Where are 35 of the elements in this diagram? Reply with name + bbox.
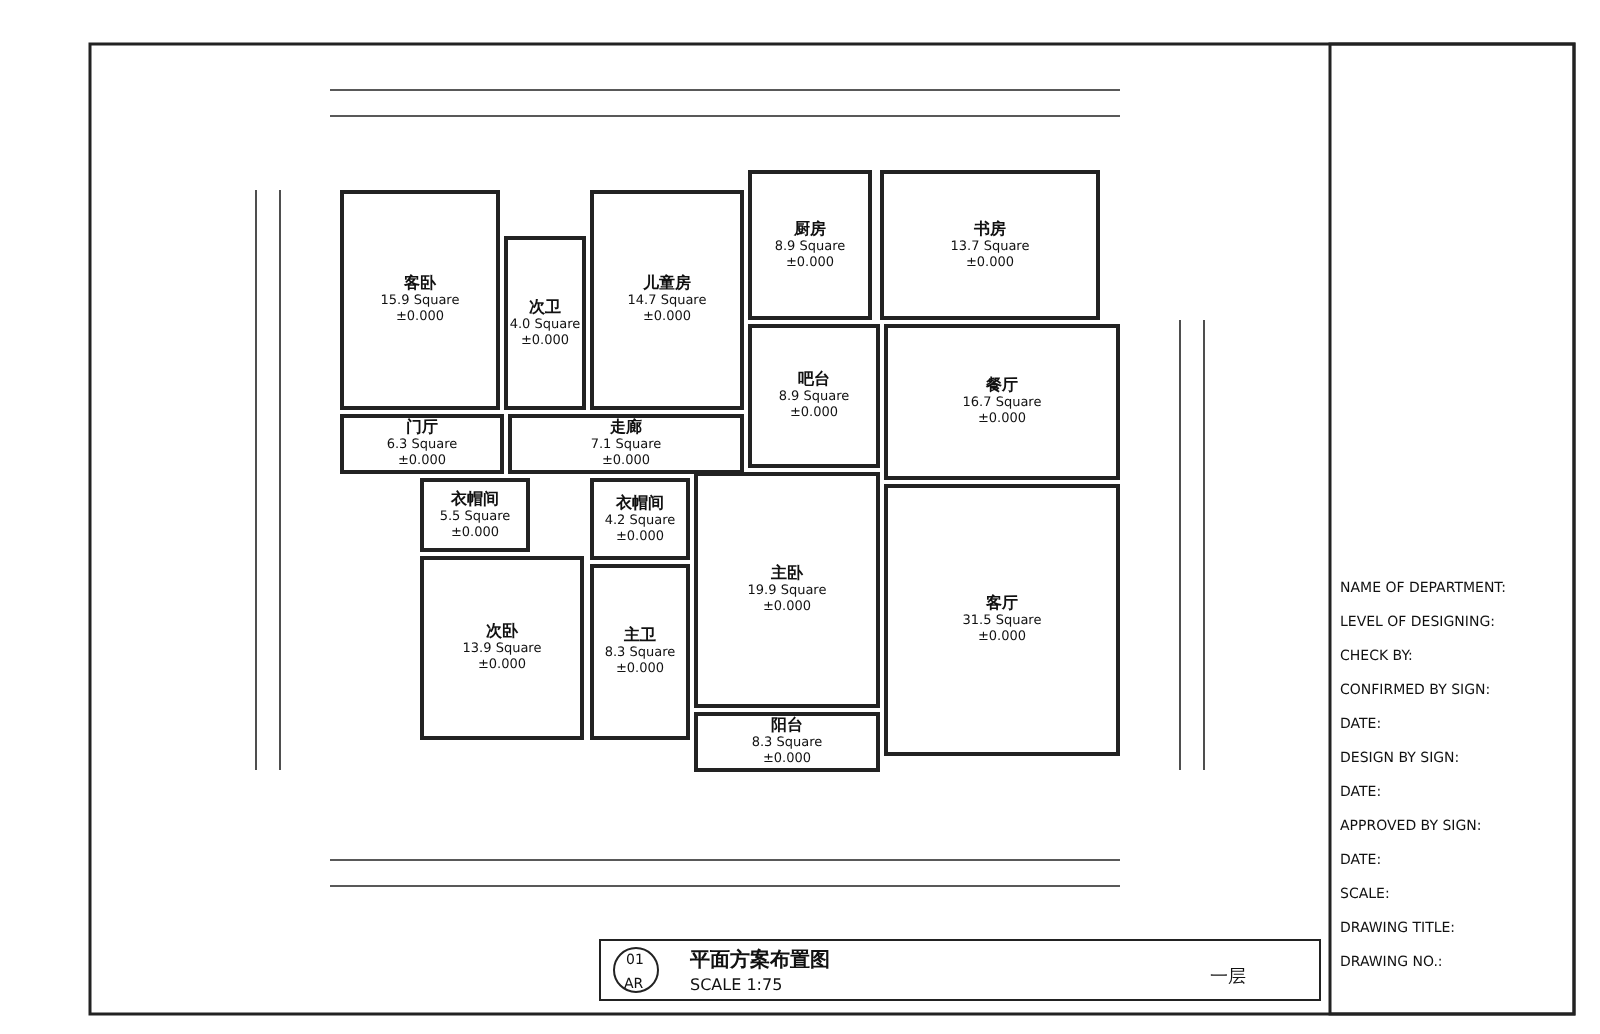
room-outline [590, 190, 744, 410]
study-label: 书房 [974, 221, 1006, 237]
room-outline [748, 170, 872, 320]
room-outline [420, 556, 584, 740]
drawing-title: 平面方案布置图 [690, 946, 830, 974]
corridor-label: 走廊 [610, 420, 642, 436]
room-outline [340, 190, 500, 410]
foyer-label: 门厅 [406, 420, 438, 436]
bedroom-label: 主卧 [771, 566, 803, 582]
room-outline [694, 472, 880, 708]
room-outline [340, 414, 504, 474]
floor-label: 一层 [1210, 966, 1246, 990]
bedroom-label: 客卧 [404, 276, 436, 292]
room-outline [748, 324, 880, 468]
room-outline [884, 484, 1120, 756]
room-outline [508, 414, 744, 474]
room-outline [884, 324, 1120, 480]
living-room-label: 客厅 [986, 596, 1018, 612]
bathroom-label: 主卫 [624, 628, 656, 644]
closet-label: 衣帽间 [451, 491, 499, 507]
room-outline [504, 236, 586, 410]
bathroom-label: 次卫 [529, 299, 561, 315]
room-outline [880, 170, 1100, 320]
bedroom-label: 儿童房 [643, 276, 691, 292]
room-outline [590, 564, 690, 740]
room-outline [694, 712, 880, 772]
balcony-label: 阳台 [771, 718, 803, 734]
closet-label: 衣帽间 [616, 495, 664, 511]
scale-text: SCALE 1:75 [690, 976, 783, 994]
kitchen-label: 厨房 [794, 221, 826, 237]
bar-label: 吧台 [798, 372, 830, 388]
room-outline [590, 478, 690, 560]
dining-room-label: 餐厅 [986, 378, 1018, 394]
room-outline [420, 478, 530, 552]
bedroom-label: 次卧 [486, 624, 518, 640]
